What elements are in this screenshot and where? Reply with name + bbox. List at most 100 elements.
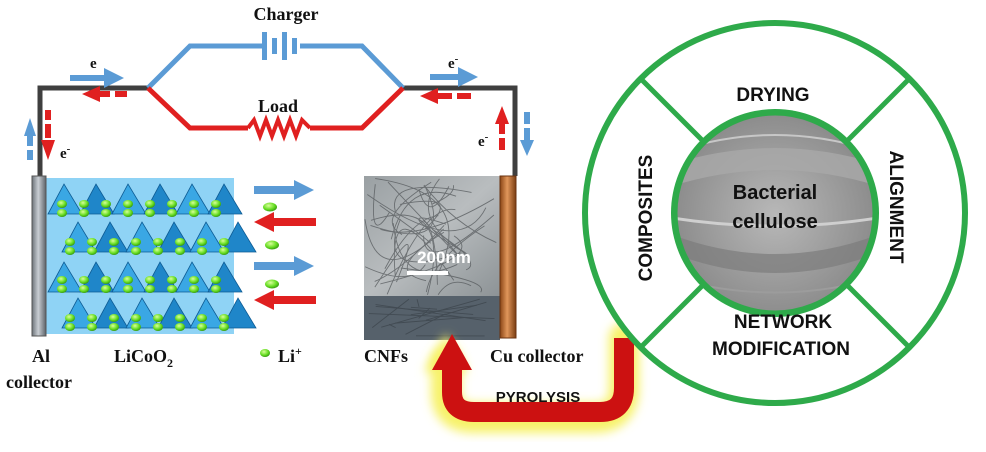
lithium-ion (131, 314, 141, 322)
nanofiber-strand (432, 228, 472, 271)
al-collector-label-line2: collector (6, 372, 72, 392)
load-label: Load (258, 96, 298, 116)
electron-arrow-left-down (41, 110, 55, 160)
cross-section-strand (416, 299, 420, 308)
lithium-ion (197, 247, 207, 255)
copper-collector (499, 175, 517, 339)
cnf-tem-image: 200nm (364, 176, 500, 340)
nanofiber-strand (367, 194, 487, 232)
lithium-ion (153, 238, 163, 246)
lithium-ion (109, 314, 119, 322)
cathode-structure (46, 178, 257, 334)
al-collector-label-line1: Al (32, 346, 50, 366)
cross-section-strand (425, 301, 487, 321)
lithium-ion (57, 209, 67, 217)
crystal-tetrahedron (221, 221, 257, 253)
lithium-ion (189, 200, 199, 208)
nanofiber-strand (374, 244, 409, 288)
lithium-ion (219, 323, 229, 331)
resistor-icon (246, 114, 312, 142)
right-wire (403, 85, 518, 176)
wheel-composites-label: COMPOSITES (636, 155, 657, 282)
wheel-center-line2: cellulose (732, 211, 818, 233)
licoo2-label: LiCoO2 (114, 346, 173, 370)
lithium-ion (65, 314, 75, 322)
cross-section-strand (418, 307, 431, 319)
lithium-ion (65, 247, 75, 255)
lithium-ion (79, 200, 89, 208)
lithium-ion (219, 247, 229, 255)
electron-label-left-side: e- (60, 143, 71, 162)
lithium-ion-moving (265, 240, 279, 250)
lithium-ion-moving (265, 279, 279, 289)
ion-arrow-charge-1 (254, 180, 314, 200)
electron-label-left-top: e (90, 56, 97, 72)
lithium-ion (87, 238, 97, 246)
lithium-ion (87, 323, 97, 331)
lithium-ion (101, 285, 111, 293)
pyrolysis-arrow-head (432, 334, 472, 370)
lithium-ion-moving (263, 202, 277, 212)
scale-bar-label: 200nm (417, 248, 471, 267)
electron-arrow-right-up (495, 106, 509, 150)
nanofiber-strand (391, 181, 432, 235)
lithium-ion (101, 276, 111, 284)
wheel-network-label: NETWORK (734, 312, 832, 333)
anode-cross-section-texture (368, 298, 495, 337)
lithium-ion (167, 200, 177, 208)
ion-arrow-charge-2 (254, 256, 314, 276)
lithium-ion (145, 276, 155, 284)
wheel-modification-label: MODIFICATION (712, 339, 850, 360)
electron-label-right-top: e- (448, 53, 459, 72)
nanofiber-strand (370, 186, 435, 235)
nanofiber-strand (375, 178, 450, 276)
nanofiber-strand (394, 218, 462, 263)
nanofiber-strand (425, 225, 485, 293)
lithium-ion (197, 314, 207, 322)
lithium-ions-in-cathode (57, 200, 229, 331)
nanofiber-strand (394, 186, 472, 212)
electron-label-right-side: e- (478, 131, 489, 150)
cu-collector-label: Cu collector (490, 346, 583, 366)
lithium-ion (65, 323, 75, 331)
lithium-ion (175, 247, 185, 255)
lithium-ion (65, 238, 75, 246)
electron-arrow-left-top (70, 68, 124, 88)
ion-arrow-discharge-2 (254, 290, 316, 310)
lithium-ion (175, 314, 185, 322)
wheel-drying-label: DRYING (736, 85, 809, 106)
nanofiber-strand (437, 281, 472, 296)
lithium-ion (79, 285, 89, 293)
cross-section-strand (375, 305, 474, 315)
lithium-ion (219, 238, 229, 246)
lithium-ion (145, 200, 155, 208)
cross-section-strand (410, 306, 438, 310)
nanofiber-strand (380, 235, 463, 285)
lithium-ion (101, 200, 111, 208)
pyrolysis-label: PYROLYSIS (496, 389, 580, 406)
nanofiber-strand (390, 191, 457, 240)
electron-arrow-right-down (520, 112, 534, 156)
lithium-ion (167, 285, 177, 293)
lithium-ion (189, 285, 199, 293)
lithium-ion (101, 209, 111, 217)
nanofiber-strand (373, 184, 390, 226)
charger-branch (146, 43, 405, 90)
aluminum-collector (31, 175, 47, 337)
lithium-ion (131, 247, 141, 255)
lithium-ion-legend-icon (260, 349, 270, 357)
lithium-ion (79, 209, 89, 217)
charger-battery-icon (262, 32, 297, 60)
lithium-ion (145, 209, 155, 217)
lithium-ion-label: Li+ (278, 344, 302, 366)
electron-arrow-right-top (430, 67, 478, 87)
lithium-ion (189, 209, 199, 217)
nanofiber-strand (423, 214, 495, 253)
lithium-ion (123, 200, 133, 208)
ion-arrow-discharge-1 (254, 212, 316, 232)
lithium-ion (123, 276, 133, 284)
cross-section-strand (405, 313, 446, 335)
cross-section-strand (410, 304, 477, 316)
cross-section-strand (371, 298, 410, 329)
